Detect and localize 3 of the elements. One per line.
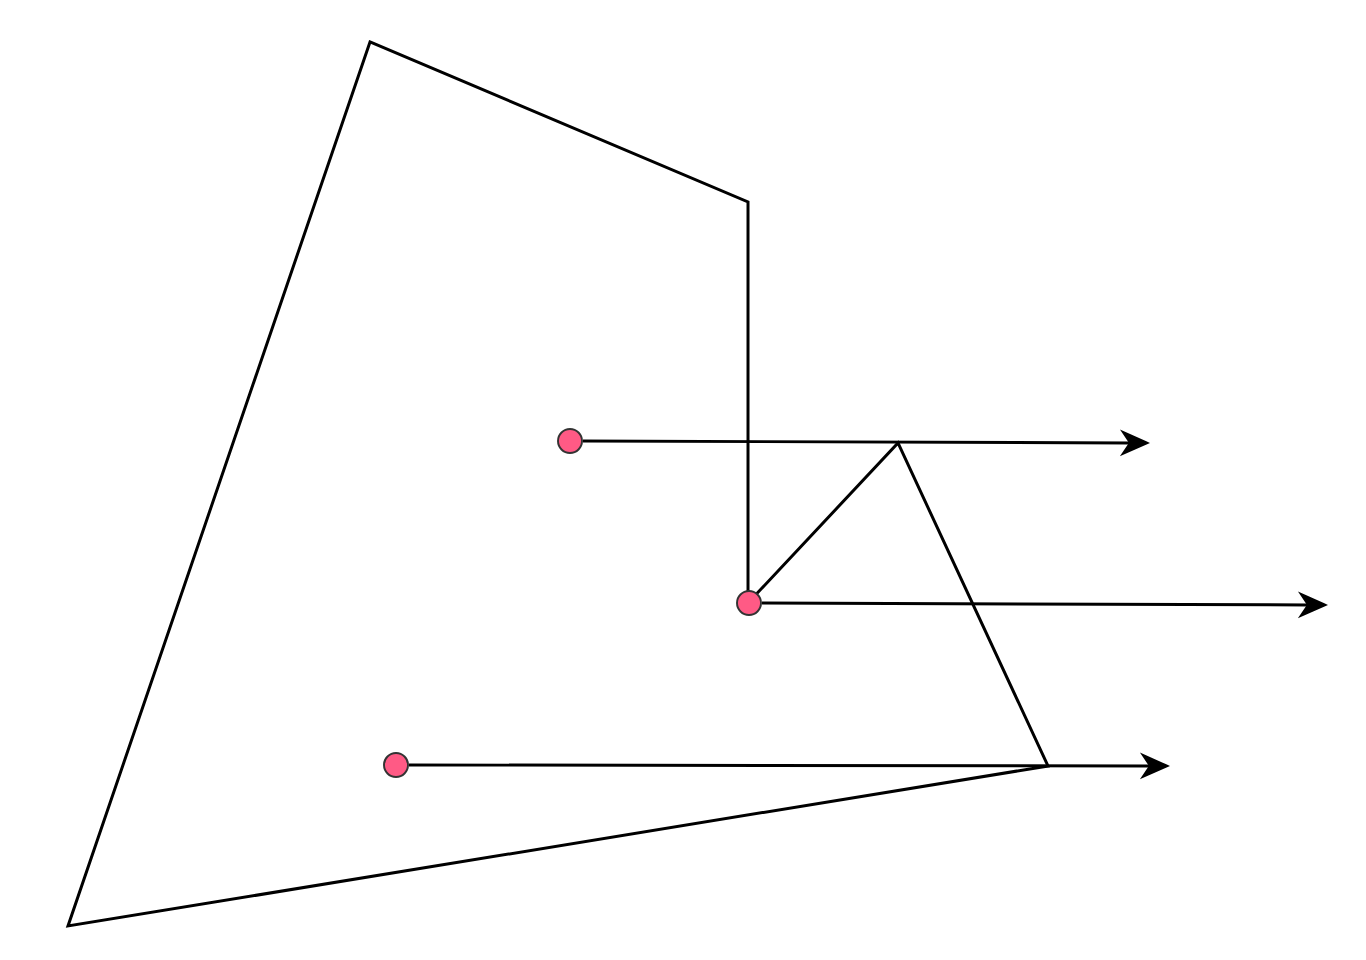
dot <box>383 752 409 778</box>
dot <box>557 428 583 454</box>
dot <box>736 590 762 616</box>
